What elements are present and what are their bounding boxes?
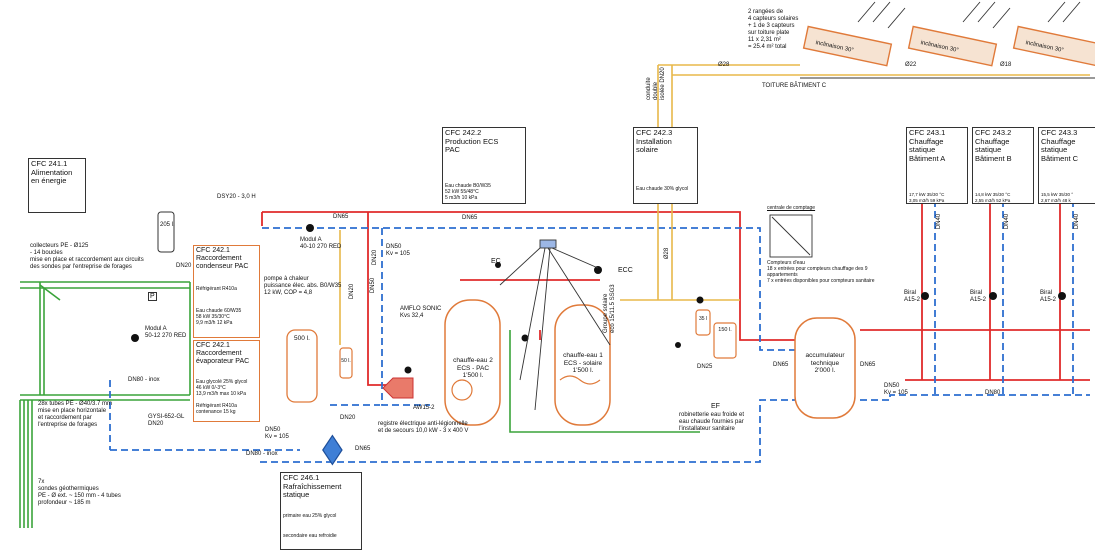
pac-condenser-box: CFC 242.1 Raccordement condenseur PAC Ré…: [193, 245, 260, 338]
tank-150-label: 150 l.: [718, 327, 732, 333]
solar-collectors: [800, 25, 1095, 79]
tanks: [157, 211, 856, 426]
cold-pipes: [109, 200, 1090, 463]
registre-label: registre électrique anti-légionnelle et …: [378, 421, 469, 434]
dn50-kv105-mid-label: DN50 Kv = 105: [386, 244, 410, 257]
gysi-label: GYSI-652-GL DN20: [148, 414, 185, 427]
pac-evaporator-data: Eau glycolé 25% glycol 46 kW 0/-3°C 13,9…: [196, 379, 248, 397]
modul-a-left-label: Modul A 50-12 270 RED: [145, 326, 187, 339]
chauffe-eau-2-label: chauffe-eau 2 ECS - PAC 1'500 l.: [453, 357, 493, 379]
dn65-a-label: DN65: [773, 362, 789, 368]
building-a-box: CFC 243.1 Chauffage statique Bâtiment A …: [906, 127, 968, 204]
sun-rays-icon: [857, 1, 1081, 29]
building-c-dn-label: DN40: [1074, 213, 1081, 230]
dn50-vertical-label: DN50: [370, 277, 377, 294]
robinetterie-label: robinetterie eau froide et eau chaude fo…: [679, 412, 745, 432]
solar-d18-label: Ø18: [1000, 62, 1012, 68]
cfc-242-3-title: CFC 242.3 Installation solaire: [636, 128, 673, 154]
geothermal-pipes: [19, 281, 700, 528]
dn65-b-label: DN65: [860, 362, 876, 368]
dn20-2-label: DN20: [340, 415, 356, 421]
dn65-top-label: DN65: [333, 214, 349, 220]
ef-label: EF: [711, 403, 720, 410]
amflo-label: AMFLO SONIC Kvs 32,4: [400, 306, 442, 319]
cfc-242-3-data: Eau chaude 30% glycol: [636, 186, 689, 192]
dn20-1-label: DN20: [176, 263, 192, 269]
d28-vertical-label: Ø28: [664, 247, 671, 260]
building-a-dn-label: DN40: [936, 213, 943, 230]
centrale-note: Compteurs d'eau 18 x entrées pour compte…: [767, 260, 875, 284]
pump-note: pompe à chaleur puissance élec. abs. B0/…: [264, 276, 342, 296]
building-b-data: 14,8 kW 35/30 °C 2,55 m3/h 52 kPa: [975, 192, 1011, 203]
building-b-box: CFC 243.2 Chauffage statique Bâtiment B …: [972, 127, 1034, 204]
cfc-246-1-box: CFC 246.1 Rafraîchissement statique prim…: [280, 472, 362, 550]
solar-d22-label: Ø22: [905, 62, 917, 68]
dn25-label: DN25: [697, 364, 713, 370]
dn80-inox-label: DN80 - inox: [128, 377, 160, 383]
pac-condenser-title: CFC 242.1 Raccordement condenseur PAC: [196, 247, 249, 270]
heat-exchangers: [322, 377, 414, 466]
solar-pipes: [339, 64, 1090, 345]
cfc-246-1-primary: primaire eau 25% glycol: [283, 513, 337, 519]
tank-35-label: 35 l: [698, 316, 708, 322]
cfc-241-1-title: CFC 241.1 Alimentation en énergie: [31, 159, 73, 185]
building-c-pump-label: Biral A15-2: [1040, 290, 1057, 303]
tank-500-label: 500 l.: [294, 335, 310, 342]
pac-condenser-fluid: Réfrigérant R410a: [196, 286, 237, 292]
chauffe-eau-1-label: chauffe-eau 1 ECS - solaire 1'500 l.: [563, 352, 603, 374]
p-sensor-icon: P: [148, 292, 157, 301]
solar-note: 2 rangées de 4 capteurs solaires + 1 de …: [748, 9, 799, 50]
dn65-bottom-label: DN65: [355, 446, 371, 452]
dn65-top2-label: DN65: [462, 215, 478, 221]
pac-condenser-data: Eau chaude 60/W35 58 kW 35/30°C 9,9 m3/h…: [196, 308, 242, 326]
dn20-vertical-label: DN20: [372, 249, 379, 266]
modul-a-mid-label: Modul A 40-10 270 RED: [300, 237, 342, 250]
groupe-solaire-label: Groupe solaire eco 15/11.5 SSG3: [603, 284, 616, 333]
tank-50-label: 50 l.: [341, 358, 351, 364]
pac-evaporator-title: CFC 242.1 Raccordement évaporateur PAC: [196, 342, 250, 365]
dn50-kv105-left-label: DN50 Kv = 105: [265, 427, 289, 440]
building-c-title: CFC 243.3 Chauffage statique Bâtiment C: [1041, 128, 1079, 163]
solar-d28-label: Ø28: [718, 62, 730, 68]
dn80-inox-bottom-label: DN80 - inox: [246, 451, 278, 457]
ecc-label: ECC: [618, 267, 633, 274]
aw15-label: AW15-2: [413, 405, 435, 411]
cfc-246-1-secondary: secondaire eau refroidie: [283, 533, 337, 539]
cfc-242-2-title: CFC 242.2 Production ECS PAC: [445, 128, 499, 154]
tank-205-label: 205 l.: [160, 222, 175, 228]
building-b-title: CFC 243.2 Chauffage statique Bâtiment B: [975, 128, 1012, 163]
roof-label: TOITURE BÂTIMENT C: [762, 83, 827, 89]
tubes-note: 28x tubes PE - Ø40/3.7 mm mise en place …: [38, 401, 113, 428]
accumulator-label: accumulateur technique 2'000 l.: [805, 352, 845, 374]
cfc-241-1-box: CFC 241.1 Alimentation en énergie: [28, 158, 86, 213]
centrale-title: centrale de comptage: [767, 205, 816, 211]
building-b-pump-label: Biral A15-2: [970, 290, 987, 303]
conduit-label: conduite double isolée DN20: [646, 67, 666, 100]
pumps: [131, 224, 1066, 374]
building-a-title: CFC 243.1 Chauffage statique Bâtiment A: [909, 128, 946, 163]
cfc-246-1-title: CFC 246.1 Rafraîchissement statique: [283, 473, 342, 499]
probes-note: 7x sondes géothermiques PE - Ø ext. ~ 15…: [38, 479, 121, 506]
dn20-3-label: DN20: [349, 283, 356, 300]
dsy-label: DSY20 - 3,0 H: [217, 194, 256, 200]
building-c-box: CFC 243.3 Chauffage statique Bâtiment C …: [1038, 127, 1095, 204]
building-a-data: 17,7 kW 35/30 °C 3,05 m3/h 59 kPa: [909, 192, 945, 203]
cfc-242-3-box: CFC 242.3 Installation solaire Eau chaud…: [633, 127, 698, 204]
dn50-kv105-right-label: DN50 Kv = 105: [884, 383, 908, 396]
pac-evaporator-fluid: Réfrigérant R410a contenance 15 kg: [196, 403, 237, 415]
pac-evaporator-box: CFC 242.1 Raccordement évaporateur PAC E…: [193, 340, 260, 422]
control-cabling: [499, 214, 813, 411]
building-a-pump-label: Biral A15-2: [904, 290, 921, 303]
dn80-right-label: DN80: [985, 390, 1001, 396]
cfc-242-2-data: Eau chaude B0/W35 52 kW 55/48°C 5 m3/h 1…: [445, 183, 491, 201]
building-c-data: 15,5 kW 35/30 ° 2,67 m3/h 48 k: [1041, 192, 1074, 203]
collectors-note: collecteurs PE - Ø125 - 14 boucles mise …: [30, 243, 144, 270]
ec-label: EC: [491, 258, 501, 265]
cfc-242-2-box: CFC 242.2 Production ECS PAC Eau chaude …: [442, 127, 526, 204]
building-b-dn-label: DN40: [1004, 213, 1011, 230]
